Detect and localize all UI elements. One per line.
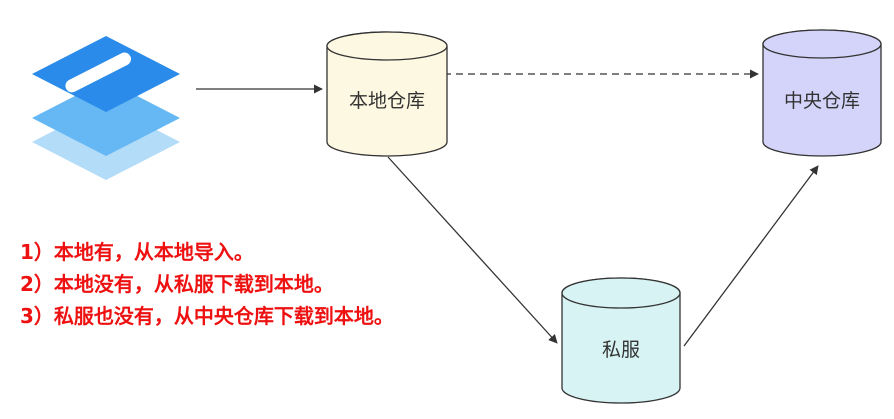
central-repo-label: 中央仓库 bbox=[784, 90, 860, 112]
arrow-private-to-central bbox=[683, 165, 819, 347]
arrow-local-to-private bbox=[387, 156, 558, 344]
note-line-1: 1）本地有，从本地导入。 bbox=[20, 240, 254, 264]
layers-stack-icon bbox=[32, 36, 180, 180]
local-repo-node: 本地仓库 bbox=[326, 31, 448, 157]
notes-list: 1）本地有，从本地导入。 2）本地没有，从私服下载到本地。 3）私服也没有，从中… bbox=[20, 236, 394, 332]
note-line-2: 2）本地没有，从私服下载到本地。 bbox=[20, 272, 334, 296]
central-repo-node: 中央仓库 bbox=[762, 29, 882, 157]
private-repo-top bbox=[561, 277, 681, 309]
note-line-3: 3）私服也没有，从中央仓库下载到本地。 bbox=[20, 304, 394, 328]
private-repo-label: 私服 bbox=[602, 339, 640, 361]
central-repo-top bbox=[762, 29, 882, 59]
local-repo-top bbox=[326, 31, 448, 61]
local-repo-label: 本地仓库 bbox=[349, 90, 425, 112]
private-repo-node: 私服 bbox=[561, 277, 681, 404]
